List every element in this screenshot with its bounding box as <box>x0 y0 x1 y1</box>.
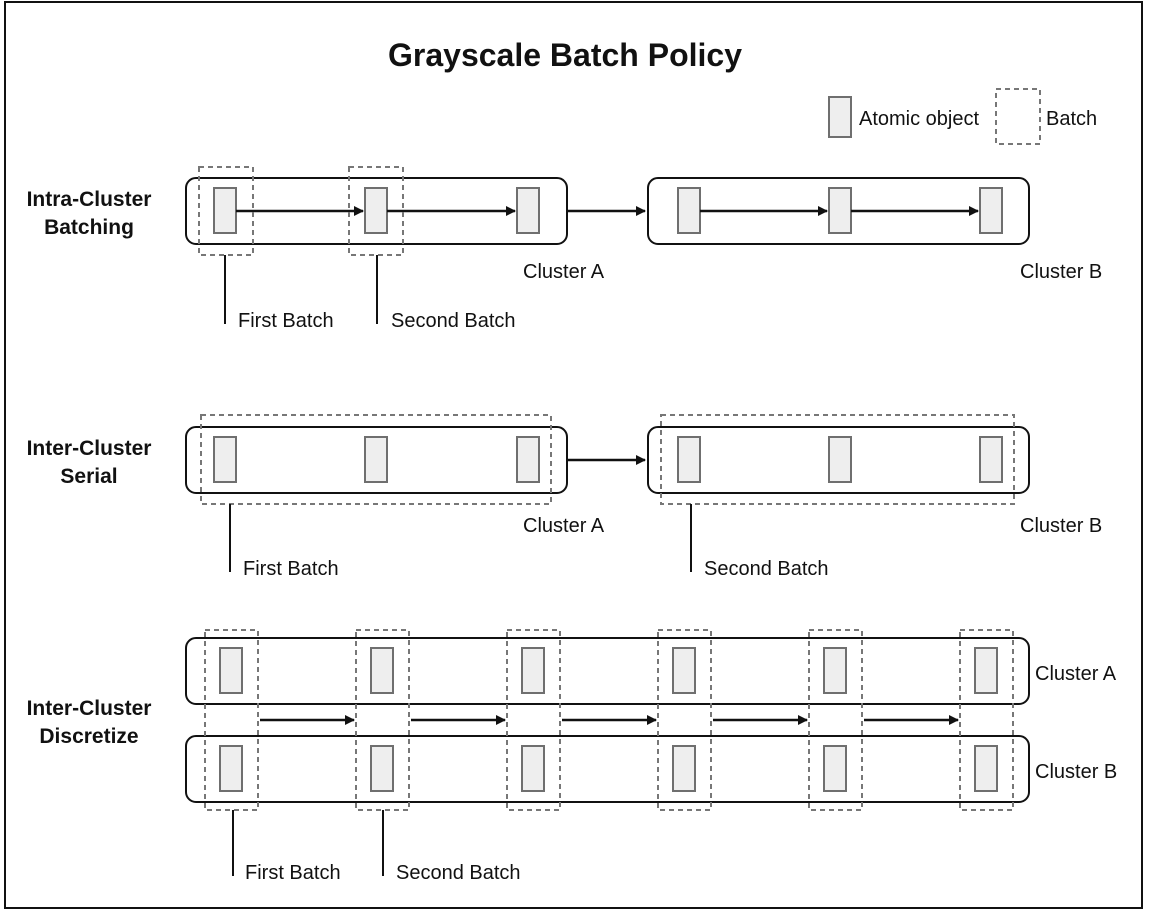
row-intra-cluster-batching: Intra-Cluster Batching First Batch Secon… <box>27 166 1102 332</box>
row-label-serial-line2: Serial <box>60 465 117 488</box>
legend: Atomic object Batch <box>828 88 1097 145</box>
atomic-object <box>677 187 701 234</box>
atomic-object <box>516 436 540 483</box>
cluster-b-box <box>185 735 1030 803</box>
cluster-b-label: Cluster B <box>1035 761 1117 783</box>
atomic-object <box>974 647 998 694</box>
cluster-a-label: Cluster A <box>1035 663 1117 685</box>
cluster-a-label: Cluster A <box>523 261 605 283</box>
row-label-discretize-line1: Inter-Cluster <box>27 697 152 720</box>
batch-box-first <box>200 414 552 505</box>
cluster-a-label: Cluster A <box>523 515 605 537</box>
atomic-object <box>979 436 1003 483</box>
atomic-object <box>828 436 852 483</box>
atomic-object <box>979 187 1003 234</box>
atomic-object <box>521 745 545 792</box>
atomic-object <box>974 745 998 792</box>
first-batch-label: First Batch <box>238 310 334 332</box>
atomic-object <box>213 187 237 234</box>
row-label-intra-line2: Batching <box>44 216 134 239</box>
row-label-intra-line1: Intra-Cluster <box>27 188 152 211</box>
cluster-a-box <box>185 637 1030 705</box>
batch-box-second <box>660 414 1015 505</box>
atomic-object <box>364 436 388 483</box>
second-batch-label: Second Batch <box>396 862 521 884</box>
atomic-object <box>213 436 237 483</box>
batch-box-first <box>198 166 254 256</box>
atomic-object <box>219 647 243 694</box>
outer-frame <box>4 1 1143 909</box>
legend-batch-swatch <box>995 88 1041 145</box>
cluster-b-box <box>647 177 1030 245</box>
atomic-object <box>364 187 388 234</box>
atomic-object <box>823 647 847 694</box>
cluster-b-box <box>647 426 1030 494</box>
atomic-object <box>516 187 540 234</box>
atomic-object <box>370 745 394 792</box>
atomic-object <box>823 745 847 792</box>
atomic-object <box>672 745 696 792</box>
row-label-discretize-line2: Discretize <box>39 725 138 748</box>
legend-atomic-object-label: Atomic object <box>859 108 979 130</box>
batch-box-second <box>348 166 404 256</box>
row-label-serial-line1: Inter-Cluster <box>27 437 152 460</box>
row-inter-cluster-serial: Inter-Cluster Serial First Batch Second … <box>27 414 1102 580</box>
second-batch-label: Second Batch <box>704 558 829 580</box>
atomic-object <box>828 187 852 234</box>
first-batch-label: First Batch <box>245 862 341 884</box>
legend-atomic-object-swatch <box>828 96 852 138</box>
cluster-b-label: Cluster B <box>1020 261 1102 283</box>
atomic-object <box>219 745 243 792</box>
first-batch-label: First Batch <box>243 558 339 580</box>
diagram-title: Grayscale Batch Policy <box>388 37 742 73</box>
cluster-b-label: Cluster B <box>1020 515 1102 537</box>
atomic-object <box>677 436 701 483</box>
second-batch-label: Second Batch <box>391 310 516 332</box>
atomic-object <box>672 647 696 694</box>
row-inter-cluster-discretize: Inter-Cluster Discretize First <box>27 629 1117 884</box>
atomic-object <box>370 647 394 694</box>
legend-batch-label: Batch <box>1046 108 1097 130</box>
atomic-object <box>521 647 545 694</box>
